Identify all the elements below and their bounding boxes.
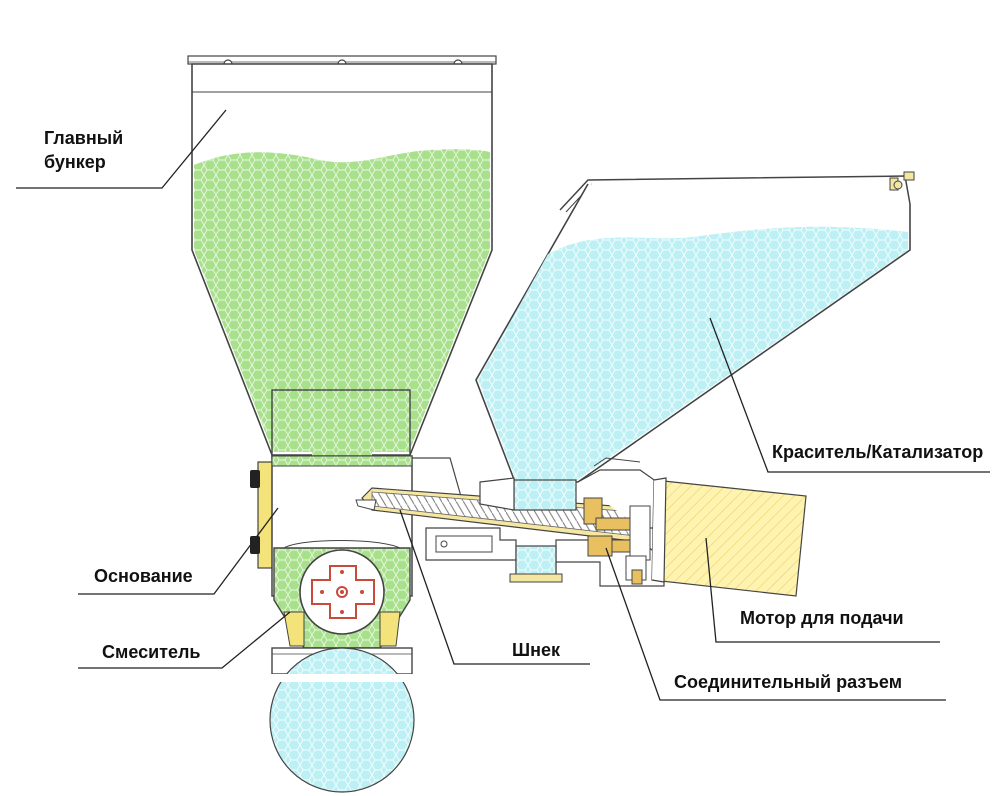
leader-connector [605, 547, 946, 701]
feed-motor-body [651, 479, 807, 597]
leader-lines [16, 109, 990, 701]
label-base: Основание [94, 566, 193, 586]
main-hopper [187, 55, 497, 462]
colorant-hopper [475, 171, 915, 483]
mixer-rotor [299, 549, 385, 635]
colorant-hopper-lid [559, 175, 911, 211]
mixer-bracket-right [379, 611, 401, 647]
label-colorant: Краситель/Катализатор [772, 442, 984, 462]
leader-motor [705, 537, 940, 643]
connector-coupling [583, 497, 651, 585]
colorant-chute [513, 479, 577, 511]
label-main-hopper: Главный бункер [44, 126, 123, 174]
main-hopper-material [194, 149, 490, 452]
label-mixer: Смеситель [102, 642, 201, 662]
label-main-hopper-line2: бункер [44, 152, 106, 172]
output-container [269, 647, 415, 793]
base-assembly [250, 455, 463, 793]
mixer-bracket-left [283, 611, 305, 647]
leader-main-hopper [16, 109, 227, 189]
label-connector: Соединительный разъем [674, 672, 903, 692]
label-feed-motor: Мотор для подачи [740, 608, 904, 628]
colorant-lid-clamp [889, 171, 915, 191]
leader-auger [399, 509, 590, 665]
base-knobs [250, 470, 260, 554]
leader-mixer [78, 611, 291, 669]
label-auger: Шнек [512, 640, 560, 660]
leader-base [78, 507, 279, 595]
colorant-material [478, 226, 908, 480]
label-main-hopper-line1: Главный [44, 128, 124, 148]
leader-colorant [709, 317, 990, 473]
feed-motor [651, 477, 807, 597]
